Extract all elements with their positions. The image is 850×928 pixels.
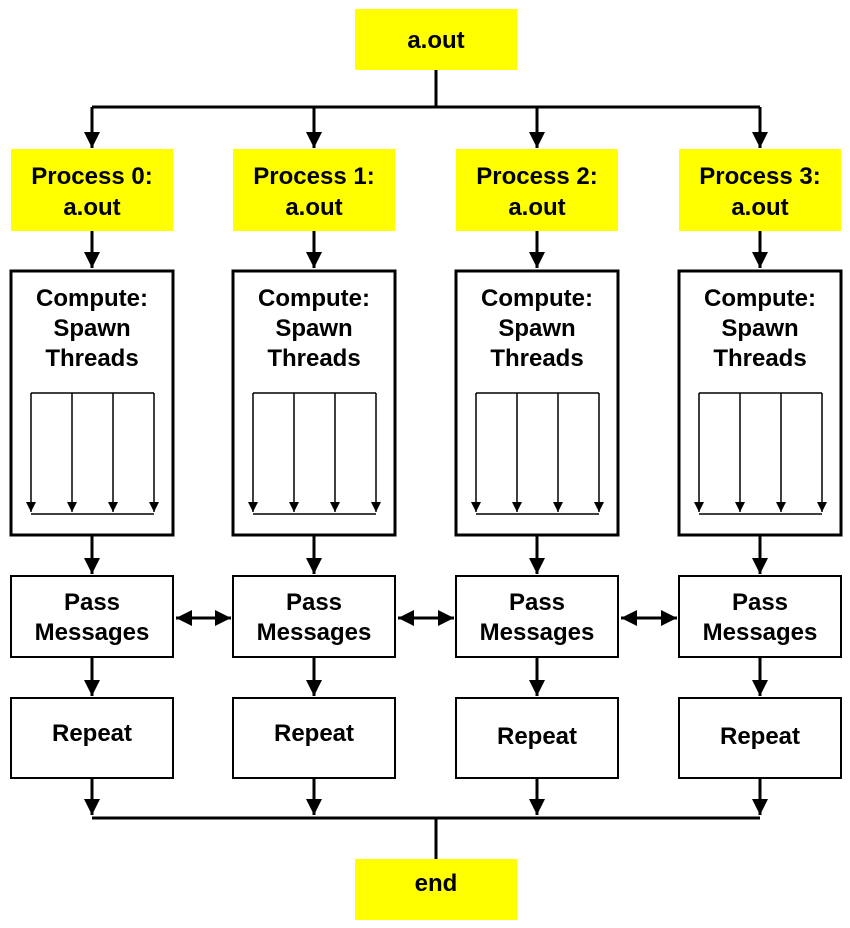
compute-label: Compute: [258,285,370,312]
threads-diagram [471,392,604,515]
end-box [355,859,517,920]
repeat-box [455,697,619,779]
compute-object: Threads [45,345,138,372]
pass-messages-box [10,575,174,658]
compute-object: Threads [267,345,360,372]
process-program: a.out [508,194,565,221]
messages-label: Messages [35,619,150,646]
repeat-label: Repeat [720,723,800,750]
process-title-box [679,149,841,231]
threads-diagram [694,392,827,515]
pass-messages-box [455,575,619,658]
process-title: Process 0: [31,163,152,190]
repeat-box [232,697,396,779]
compute-action: Spawn [498,315,575,342]
compute-label: Compute: [36,285,148,312]
repeat-label: Repeat [497,723,577,750]
pass-messages-box [232,575,396,658]
compute-label: Compute: [704,285,816,312]
process-column-1: Process 1: a.out Compute: Spawn Threads … [231,149,397,779]
compute-object: Threads [490,345,583,372]
process-title-box [11,149,173,231]
process-title: Process 3: [699,163,820,190]
process-column-2: Process 2: a.out Compute: Spawn Threads … [454,149,620,779]
end-label: end [415,870,458,897]
pass-label: Pass [732,589,788,616]
process-title-box [456,149,618,231]
compute-object: Threads [713,345,806,372]
compute-box [9,269,175,537]
threads-diagram [248,392,381,515]
repeat-label: Repeat [274,720,354,747]
compute-label: Compute: [481,285,593,312]
messages-label: Messages [257,619,372,646]
process-title: Process 1: [253,163,374,190]
repeat-label: Repeat [52,720,132,747]
compute-box [231,269,397,537]
top-connectors [84,70,768,148]
messages-label: Messages [480,619,595,646]
pass-label: Pass [64,589,120,616]
start-box [355,9,517,70]
compute-action: Spawn [53,315,130,342]
compute-box [454,269,620,537]
pass-label: Pass [509,589,565,616]
compute-action: Spawn [275,315,352,342]
pass-messages-box [678,575,842,658]
start-label: a.out [407,27,464,54]
pass-label: Pass [286,589,342,616]
messages-label: Messages [703,619,818,646]
process-title: Process 2: [476,163,597,190]
compute-box [677,269,843,537]
compute-action: Spawn [721,315,798,342]
bottom-connectors [84,778,768,859]
process-title-box [233,149,395,231]
process-column-0: Process 0: a.out Compute: Spawn Threads … [9,149,175,779]
repeat-box [10,697,174,779]
threads-diagram [26,392,159,515]
process-program: a.out [731,194,788,221]
process-column-3: Process 3: a.out Compute: Spawn Threads … [677,149,843,779]
process-program: a.out [285,194,342,221]
process-program: a.out [63,194,120,221]
